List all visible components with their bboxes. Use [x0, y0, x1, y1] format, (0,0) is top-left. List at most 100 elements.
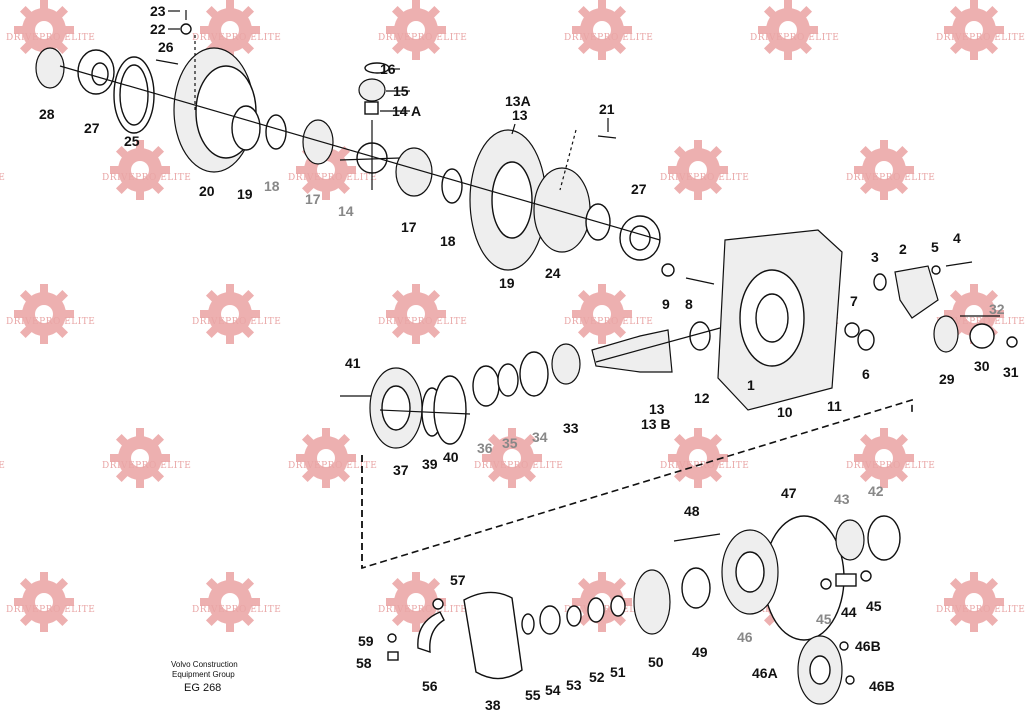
part-6-plug	[857, 329, 875, 351]
part-58-plug	[387, 651, 399, 661]
label-27: 27	[84, 120, 100, 136]
watermark-text: DRIVEPRO ELITE	[102, 461, 191, 471]
label-41: 41	[345, 355, 361, 371]
part-49-bearing	[681, 567, 711, 609]
label-44: 44	[841, 604, 857, 620]
hub-group	[387, 515, 901, 705]
part-19-washer	[231, 105, 261, 151]
label-59: 59	[358, 633, 374, 649]
watermark-text: DRIVEPRO ELITE	[564, 605, 653, 615]
watermark-text: DRIVEPRO ELITE	[846, 461, 935, 471]
part-13-pinion	[591, 329, 673, 373]
watermark-text: DRIVEPRO ELITE	[564, 317, 653, 327]
part-42-cup	[867, 515, 901, 561]
part-7-plug	[844, 322, 860, 338]
part-9-nut	[661, 263, 675, 277]
label-2: 2	[899, 241, 907, 257]
axle-housing-group	[661, 229, 1018, 411]
part-38-drum	[463, 591, 523, 680]
label-30: 30	[974, 358, 990, 374]
part-46b-bolt-b	[845, 675, 855, 685]
part-34-cup	[519, 351, 549, 397]
label-17-b: 17	[401, 219, 417, 235]
watermark-gear-icon	[110, 428, 170, 488]
watermark-gear-icon	[854, 140, 914, 200]
watermark-gear-icon	[200, 572, 260, 632]
watermark-text: DRIVEPRO ELITE	[0, 461, 5, 471]
part-45-washer	[820, 578, 832, 590]
label-3: 3	[871, 249, 879, 265]
watermark-text: DRIVEPRO ELITE	[378, 605, 467, 615]
label-20: 20	[199, 183, 215, 199]
label-52: 52	[589, 669, 605, 685]
label-13a: 13A	[505, 93, 531, 109]
label-56: 56	[422, 678, 438, 694]
watermark-text: DRIVEPRO ELITE	[936, 33, 1025, 43]
watermark-gear-icon	[296, 428, 356, 488]
part-51-washer	[610, 595, 626, 617]
differential-group	[35, 10, 661, 271]
label-37: 37	[393, 462, 409, 478]
label-33: 33	[563, 420, 579, 436]
label-50: 50	[648, 654, 664, 670]
watermark-gear-icon	[482, 428, 542, 488]
label-49: 49	[692, 644, 708, 660]
label-13-pinion: 13	[649, 401, 665, 417]
label-46a: 46A	[752, 665, 778, 681]
part-48-bolt	[673, 533, 721, 542]
label-51: 51	[610, 664, 626, 680]
label-38: 38	[485, 697, 501, 713]
part-52-nut	[587, 597, 605, 623]
watermark-text: DRIVEPRO ELITE	[6, 605, 95, 615]
label-23: 23	[150, 3, 166, 19]
watermark-gear-icon	[944, 572, 1004, 632]
part-8-bolt	[685, 277, 715, 285]
part-35-spacer	[497, 363, 519, 397]
label-46b-b: 46B	[869, 678, 895, 694]
watermark-gear-icon	[668, 140, 728, 200]
watermark-text: DRIVEPRO ELITE	[378, 317, 467, 327]
watermark-text: DRIVEPRO ELITE	[750, 33, 839, 43]
label-26: 26	[158, 39, 174, 55]
label-10: 10	[777, 404, 793, 420]
watermark-text: DRIVEPRO ELITE	[660, 173, 749, 183]
part-17-gear-b	[395, 147, 433, 197]
watermark-text: DRIVEPRO ELITE	[192, 317, 281, 327]
label-7: 7	[850, 293, 858, 309]
label-19-b: 19	[499, 275, 515, 291]
label-46: 46	[737, 629, 753, 645]
label-47: 47	[781, 485, 797, 501]
label-27-b: 27	[631, 181, 647, 197]
part-46b-bolt	[839, 641, 849, 651]
label-35: 35	[502, 435, 518, 451]
caption-block: Volvo Construction Equipment Group EG 26…	[171, 660, 238, 694]
watermark-text: DRIVEPRO ELITE	[846, 173, 935, 183]
part-2-bracket	[894, 265, 939, 319]
label-1: 1	[747, 377, 755, 393]
part-3-plug	[873, 273, 887, 291]
label-8: 8	[685, 296, 693, 312]
label-9: 9	[662, 296, 670, 312]
watermark-gear-icon	[14, 0, 74, 60]
part-40-cover	[433, 375, 467, 445]
part-57-fitting	[432, 598, 444, 610]
part-24-housing	[533, 167, 591, 253]
part-53-washer	[566, 605, 582, 627]
label-46b: 46B	[855, 638, 881, 654]
watermark-gear-icon	[200, 0, 260, 60]
watermark-gear-icon	[854, 428, 914, 488]
label-13: 13	[512, 107, 528, 123]
label-40: 40	[443, 449, 459, 465]
label-31: 31	[1003, 364, 1019, 380]
part-54-plate	[539, 605, 561, 635]
label-28: 28	[39, 106, 55, 122]
label-42: 42	[868, 483, 884, 499]
label-22: 22	[150, 21, 166, 37]
label-6: 6	[862, 366, 870, 382]
part-55-ring	[521, 613, 535, 635]
watermark-text: DRIVEPRO ELITE	[474, 461, 563, 471]
watermark-text: DRIVEPRO ELITE	[378, 33, 467, 43]
watermark-gear-icon	[668, 428, 728, 488]
label-54: 54	[545, 682, 561, 698]
